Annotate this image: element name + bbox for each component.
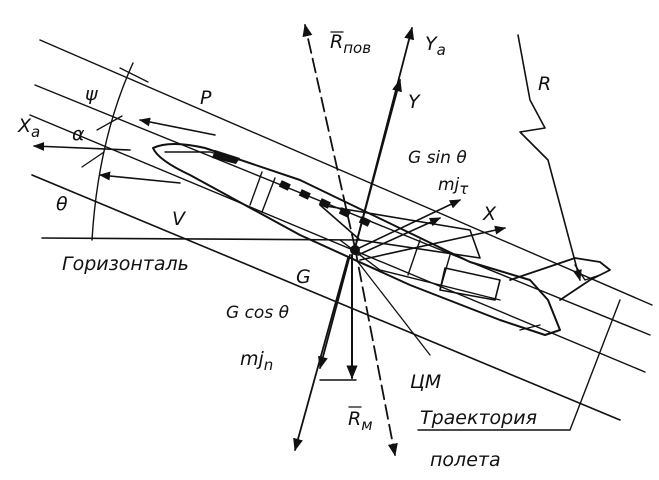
label-v: V [172,208,187,230]
rm-arrow [354,247,398,457]
label-r-pov: Rпов [330,31,371,57]
label-xa: Xa [17,115,40,141]
label-gcos: G cos θ [226,303,290,323]
arc-tick-1 [119,67,149,83]
label-gsin: G sin θ [408,148,467,168]
xa-arrow [32,141,131,151]
r-radius-line [517,34,582,282]
gcos-arrow [318,254,351,370]
label-ya: Ya [425,33,446,59]
label-trajectory-1: Траектория [420,407,537,429]
angle-arc [91,62,134,241]
label-r: R [538,73,551,95]
ray-low [29,114,646,373]
y-arrow [354,78,402,249]
label-p: P [200,87,212,109]
mjn-arrow [293,257,349,452]
label-mjn: mjn [240,348,273,374]
center-of-mass-dot [350,245,360,255]
r-pov-arrow [302,23,356,249]
v-arrow [98,171,181,184]
label-alpha: α [72,123,85,145]
gsin-arrow [354,199,462,251]
label-x: X [482,203,497,225]
ray-top [39,39,653,306]
label-horizon: Горизонталь [62,253,189,275]
x-arrow [359,225,507,261]
label-rm: Rм [348,408,373,434]
arc-tick-3 [81,151,105,168]
arc-tick-2 [96,115,123,131]
label-y: Y [408,91,421,113]
cm-leader [357,261,431,356]
trajectory-leader [417,299,621,431]
trajectory-line [31,174,621,421]
label-mjt: mjτ [438,175,469,198]
p-arrow [138,117,216,136]
label-trajectory-2: полета [430,449,501,471]
label-cm: ЦМ [410,371,441,393]
horizon-line [41,237,361,241]
label-psi: ψ [85,83,98,105]
label-g: G [296,266,311,288]
label-theta: θ [56,193,68,215]
mjt-arrow [357,217,442,256]
